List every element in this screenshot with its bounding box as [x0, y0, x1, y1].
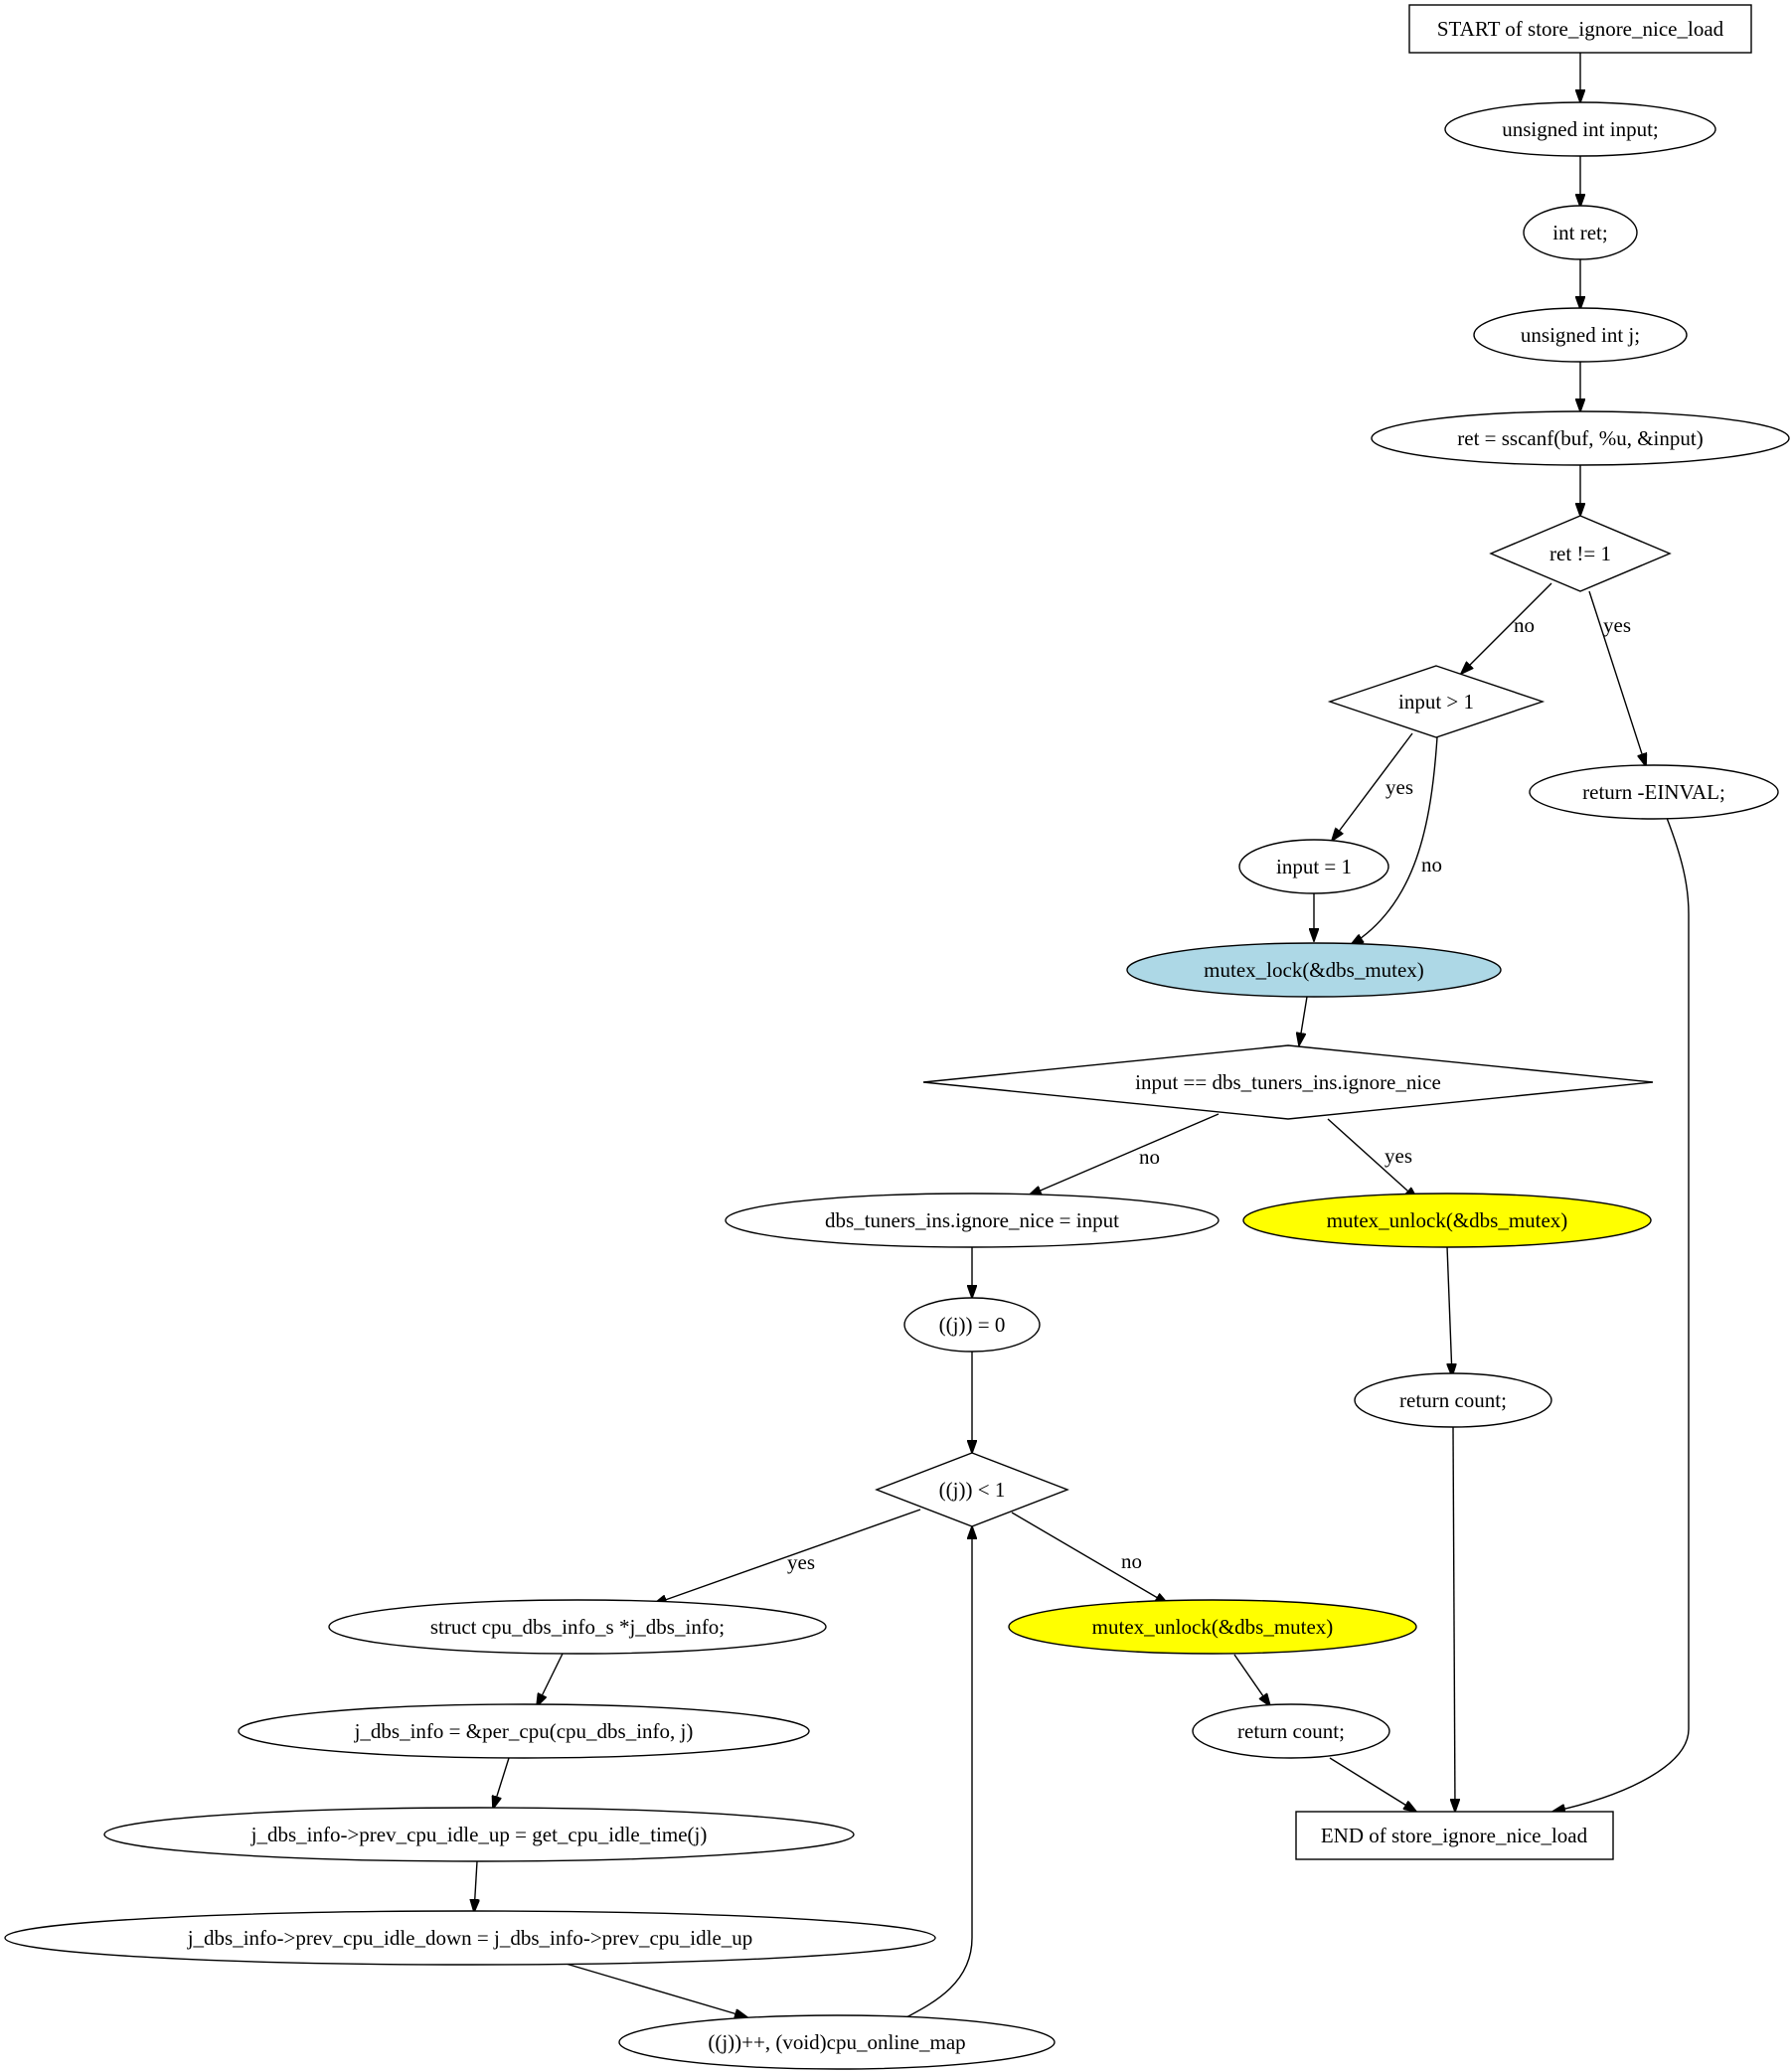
edge-labels: no yes yes no no yes yes no — [787, 613, 1631, 1574]
edge-cond-ret-no — [1461, 582, 1552, 674]
node-decl-j: unsigned int j; — [1473, 307, 1688, 363]
node-cond-ignore-nice: input == dbs_tuners_ins.ignore_nice — [922, 1044, 1654, 1120]
node-return-einval-label: return -EINVAL; — [1582, 780, 1725, 804]
node-assign-ignore-nice-label: dbs_tuners_ins.ignore_nice = input — [825, 1208, 1119, 1232]
node-sscanf-label: ret = sscanf(buf, %u, &input) — [1457, 426, 1703, 450]
node-cond-loop-label: ((j)) < 1 — [939, 1478, 1006, 1502]
label-input-gt-yes: yes — [1385, 775, 1413, 799]
edge-incr-back-to-cond-loop — [905, 1526, 972, 2018]
node-return-count-2-label: return count; — [1237, 1719, 1345, 1743]
node-assign-info-label: j_dbs_info = &per_cpu(cpu_dbs_info, j) — [354, 1719, 694, 1743]
node-decl-info-label: struct cpu_dbs_info_s *j_dbs_info; — [430, 1615, 725, 1639]
node-mutex-unlock-2-label: mutex_unlock(&dbs_mutex) — [1092, 1615, 1334, 1639]
edge-input-gt-no — [1351, 736, 1438, 945]
node-mutex-lock-label: mutex_lock(&dbs_mutex) — [1204, 958, 1424, 982]
label-ignore-nice-yes: yes — [1385, 1144, 1412, 1168]
node-idle-down-label: j_dbs_info->prev_cpu_idle_down = j_dbs_i… — [187, 1926, 753, 1950]
node-sscanf: ret = sscanf(buf, %u, &input) — [1371, 410, 1790, 466]
label-loop-yes: yes — [787, 1550, 815, 1574]
edge-assign-info-to-idle-up — [493, 1757, 510, 1809]
nodes: START of store_ignore_nice_load unsigned… — [4, 4, 1790, 2070]
edge-unlock1-to-return1 — [1446, 1245, 1452, 1376]
node-cond-ret-label: ret != 1 — [1549, 542, 1611, 565]
node-cond-ignore-nice-label: input == dbs_tuners_ins.ignore_nice — [1135, 1070, 1441, 1094]
node-assign-input: input = 1 — [1238, 839, 1389, 894]
node-start-label: START of store_ignore_nice_load — [1437, 17, 1724, 41]
node-start: START of store_ignore_nice_load — [1408, 4, 1752, 54]
node-end-label: END of store_ignore_nice_load — [1321, 1824, 1588, 1847]
label-input-gt-no: no — [1421, 853, 1442, 877]
node-idle-up: j_dbs_info->prev_cpu_idle_up = get_cpu_i… — [103, 1807, 855, 1862]
node-decl-j-label: unsigned int j; — [1521, 323, 1640, 347]
node-loop-incr: ((j))++, (void)cpu_online_map — [618, 2014, 1056, 2070]
edge-cond-loop-yes — [654, 1509, 921, 1604]
label-loop-no: no — [1121, 1549, 1142, 1573]
node-j-init: ((j)) = 0 — [903, 1297, 1041, 1353]
edge-return2-to-end — [1329, 1757, 1416, 1812]
label-ignore-nice-no: no — [1139, 1145, 1160, 1169]
node-cond-input-gt-label: input > 1 — [1398, 690, 1474, 714]
edge-decl-info-to-assign-info — [537, 1653, 564, 1706]
label-ret-yes: yes — [1603, 613, 1631, 637]
edge-return1-to-end — [1453, 1426, 1455, 1812]
edge-cond-loop-no — [1011, 1512, 1168, 1604]
node-assign-info: j_dbs_info = &per_cpu(cpu_dbs_info, j) — [238, 1703, 810, 1759]
node-cond-loop: ((j)) < 1 — [875, 1452, 1069, 1527]
node-assign-ignore-nice: dbs_tuners_ins.ignore_nice = input — [725, 1193, 1220, 1248]
node-return-count-1: return count; — [1354, 1372, 1552, 1428]
node-idle-down: j_dbs_info->prev_cpu_idle_down = j_dbs_i… — [4, 1910, 936, 1966]
node-idle-up-label: j_dbs_info->prev_cpu_idle_up = get_cpu_i… — [250, 1823, 708, 1846]
node-mutex-lock: mutex_lock(&dbs_mutex) — [1126, 942, 1502, 998]
edge-idle-up-to-idle-down — [474, 1860, 477, 1912]
node-mutex-unlock-2: mutex_unlock(&dbs_mutex) — [1008, 1599, 1417, 1655]
node-mutex-unlock-1-label: mutex_unlock(&dbs_mutex) — [1327, 1208, 1568, 1232]
node-cond-ret: ret != 1 — [1489, 515, 1672, 592]
node-decl-ret-label: int ret; — [1552, 221, 1607, 244]
edge-input-gt-yes — [1332, 732, 1413, 841]
node-return-count-1-label: return count; — [1399, 1388, 1507, 1412]
node-end: END of store_ignore_nice_load — [1295, 1811, 1614, 1860]
node-mutex-unlock-1: mutex_unlock(&dbs_mutex) — [1242, 1193, 1652, 1248]
node-decl-input: unsigned int input; — [1444, 101, 1716, 157]
edge-einval-to-end — [1552, 817, 1690, 1812]
edge-ignore-nice-yes — [1327, 1118, 1417, 1199]
edge-cond-ret-yes — [1588, 590, 1646, 766]
node-return-einval: return -EINVAL; — [1529, 764, 1779, 820]
node-cond-input-gt: input > 1 — [1327, 665, 1546, 738]
edge-idle-down-to-incr — [562, 1962, 747, 2017]
node-j-init-label: ((j)) = 0 — [939, 1313, 1006, 1337]
node-decl-info: struct cpu_dbs_info_s *j_dbs_info; — [328, 1599, 827, 1655]
node-assign-input-label: input = 1 — [1276, 855, 1352, 878]
node-loop-incr-label: ((j))++, (void)cpu_online_map — [708, 2030, 965, 2054]
edges — [474, 53, 1690, 2018]
edge-ignore-nice-no — [1029, 1113, 1220, 1195]
edge-unlock2-to-return2 — [1233, 1654, 1270, 1706]
edge-lock-to-cond-ignore-nice — [1299, 996, 1308, 1045]
label-ret-no: no — [1514, 613, 1535, 637]
node-decl-ret: int ret; — [1523, 205, 1638, 260]
node-return-count-2: return count; — [1192, 1703, 1390, 1759]
node-decl-input-label: unsigned int input; — [1502, 117, 1659, 141]
